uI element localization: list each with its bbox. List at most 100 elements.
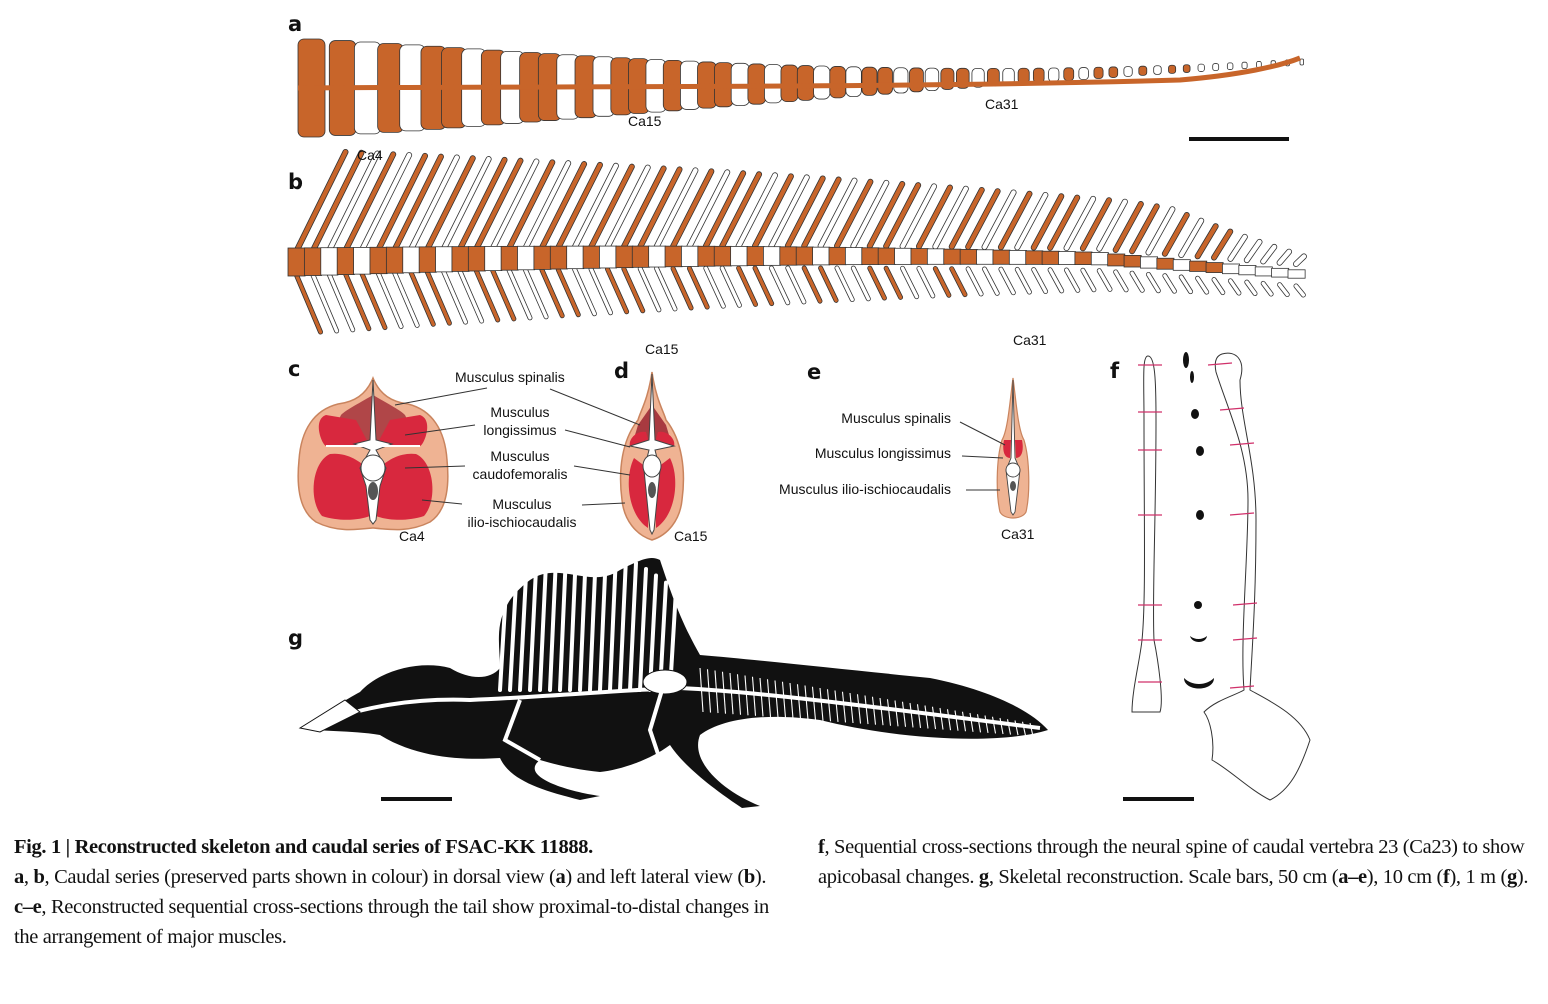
neural-spine (1146, 207, 1175, 255)
centrum (517, 245, 536, 271)
centrum (1140, 256, 1158, 269)
centrum (402, 246, 421, 274)
centrum (533, 245, 552, 270)
cross-section (1183, 352, 1189, 368)
tail-spine (976, 714, 982, 733)
centrum (1287, 269, 1306, 279)
tail-spine (819, 687, 824, 721)
bold-ref: g (978, 866, 989, 888)
tail-spine (871, 696, 877, 725)
neural-spine (1047, 195, 1080, 251)
tail-spine (916, 704, 922, 729)
neural-spine-sail (628, 561, 638, 692)
neural-spine-lateral (1203, 352, 1311, 801)
centrum (1189, 260, 1208, 272)
centrum (730, 246, 749, 267)
figure-canvas (287, 38, 1311, 808)
panel-letter-g: g (288, 626, 304, 650)
bold-ref: a (555, 866, 566, 888)
chevron (868, 266, 887, 300)
neural-spine (375, 153, 428, 253)
vertebra-dorsal (1241, 61, 1248, 70)
neural-spine (1097, 199, 1128, 251)
neural-spine (605, 165, 650, 250)
neural-spine (539, 161, 587, 251)
chevron (540, 268, 564, 318)
centrum (910, 248, 929, 265)
caption-text: , Skeletal reconstruction. Scale bars, 5… (988, 866, 1339, 888)
label-ca15-a: Ca15 (628, 113, 662, 129)
tail-spine (864, 695, 869, 725)
neural-spine (1015, 192, 1048, 250)
vertebra-dorsal (861, 66, 878, 96)
neural-spine (900, 184, 937, 249)
panel-g-skeletal-reconstruction (298, 548, 1048, 808)
tail-spine (901, 701, 907, 727)
centrum (812, 246, 831, 266)
vertebra-dorsal (1093, 66, 1104, 79)
neural-spine (1162, 212, 1189, 256)
pelvis (642, 669, 688, 695)
vertebra-dorsal (1048, 67, 1060, 83)
chevron (359, 271, 387, 330)
vertebra-dorsal (1168, 64, 1177, 74)
tail-spine (954, 710, 959, 731)
caption-text: , (23, 866, 34, 888)
section-line (1232, 602, 1258, 606)
section-line (1219, 407, 1245, 411)
neural-spine (801, 177, 841, 249)
chevron (917, 266, 935, 298)
vertebra-dorsal (877, 67, 893, 95)
chevron (720, 266, 742, 307)
centrum (369, 246, 388, 275)
bold-ref: f (1442, 866, 1450, 888)
label-ca31-a: Ca31 (985, 96, 1019, 112)
bold-ref: a–e (1338, 866, 1367, 888)
neural-spine (1261, 244, 1277, 264)
panel-letter-f: f (1110, 359, 1120, 383)
centrum (926, 248, 945, 265)
longissimus-muscle (1003, 440, 1023, 458)
neural-spine-sail (648, 573, 658, 692)
scale-bar-g (381, 797, 452, 801)
chevron (1048, 268, 1064, 293)
caudofemoralis-muscle-right (376, 453, 433, 520)
tail-spine (736, 674, 742, 715)
centrum (795, 246, 814, 266)
tail-spine (744, 675, 749, 716)
neural-spine (621, 166, 666, 250)
tail-spine (759, 677, 764, 717)
tail-spine (1006, 719, 1012, 735)
vertebra-dorsal (893, 67, 909, 94)
cross-section (1196, 446, 1204, 456)
vertebra-dorsal (909, 67, 924, 93)
panel-e-cross-section (996, 377, 1030, 519)
neural-spine (441, 156, 491, 252)
centrum (861, 247, 880, 265)
neural-spine-sail (548, 556, 558, 692)
section-line (1229, 512, 1255, 516)
neural-spine-sail (638, 566, 648, 692)
cross-section (1190, 371, 1194, 383)
neural-spine (670, 169, 714, 249)
label-line: Musculus (490, 404, 550, 420)
section-line (1229, 685, 1255, 689)
neural-spine (1228, 234, 1248, 262)
chevron (1081, 268, 1096, 292)
centrum (451, 246, 470, 272)
label-ca15-b: Ca15 (645, 341, 679, 357)
centrum (844, 247, 863, 266)
label-line: longissimus (483, 422, 557, 438)
chevron (1212, 277, 1225, 295)
tail-spine (811, 686, 817, 721)
chevron (933, 266, 951, 297)
caption-text: ), 10 cm ( (1366, 866, 1444, 888)
haemal-canal (368, 482, 378, 500)
neural-spine-sail (508, 580, 518, 692)
centrum (894, 247, 913, 265)
bold-ref: b (743, 866, 755, 888)
label-musculus-spinalis-e: Musculus spinalis (841, 410, 951, 426)
centrum (1205, 262, 1224, 273)
chevron (310, 271, 339, 333)
neural-spine (1277, 249, 1292, 265)
